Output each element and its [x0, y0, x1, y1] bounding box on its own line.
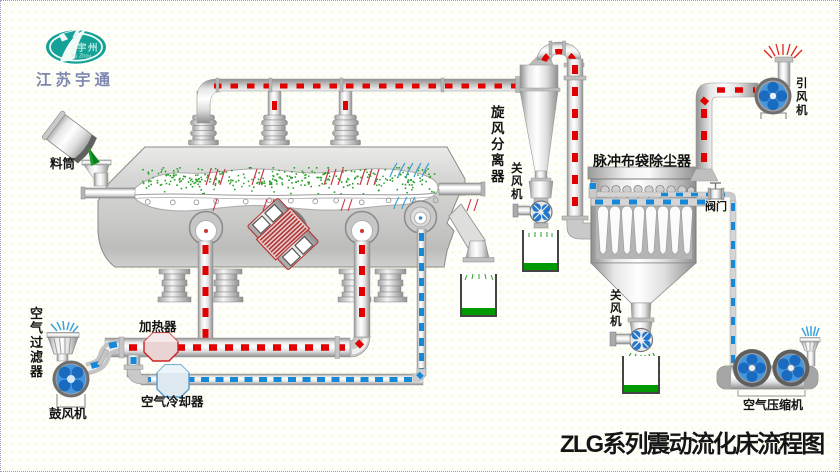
svg-text:关风机: 关风机 — [610, 288, 622, 328]
svg-text:鼓风机: 鼓风机 — [49, 406, 87, 421]
svg-text:加热器: 加热器 — [138, 319, 177, 334]
svg-text:阀门: 阀门 — [705, 199, 727, 213]
svg-text:空气过滤器: 空气过滤器 — [29, 306, 44, 379]
svg-text:料筒: 料筒 — [50, 156, 75, 171]
svg-text:关风机: 关风机 — [511, 161, 523, 201]
svg-text:引风机: 引风机 — [796, 76, 808, 117]
svg-text:宇州: 宇州 — [77, 42, 99, 54]
svg-text:旋风分离器: 旋风分离器 — [490, 104, 505, 184]
svg-text:空气冷却器: 空气冷却器 — [141, 394, 204, 409]
svg-text:江苏宇通: 江苏宇通 — [36, 70, 114, 89]
svg-text:脉冲布袋除尘器: 脉冲布袋除尘器 — [592, 153, 692, 169]
svg-text:ZLG系列震动流化床流程图: ZLG系列震动流化床流程图 — [560, 430, 824, 458]
svg-text:空气压缩机: 空气压缩机 — [743, 397, 803, 412]
svg-text:Yu Zhou: Yu Zhou — [71, 54, 92, 60]
